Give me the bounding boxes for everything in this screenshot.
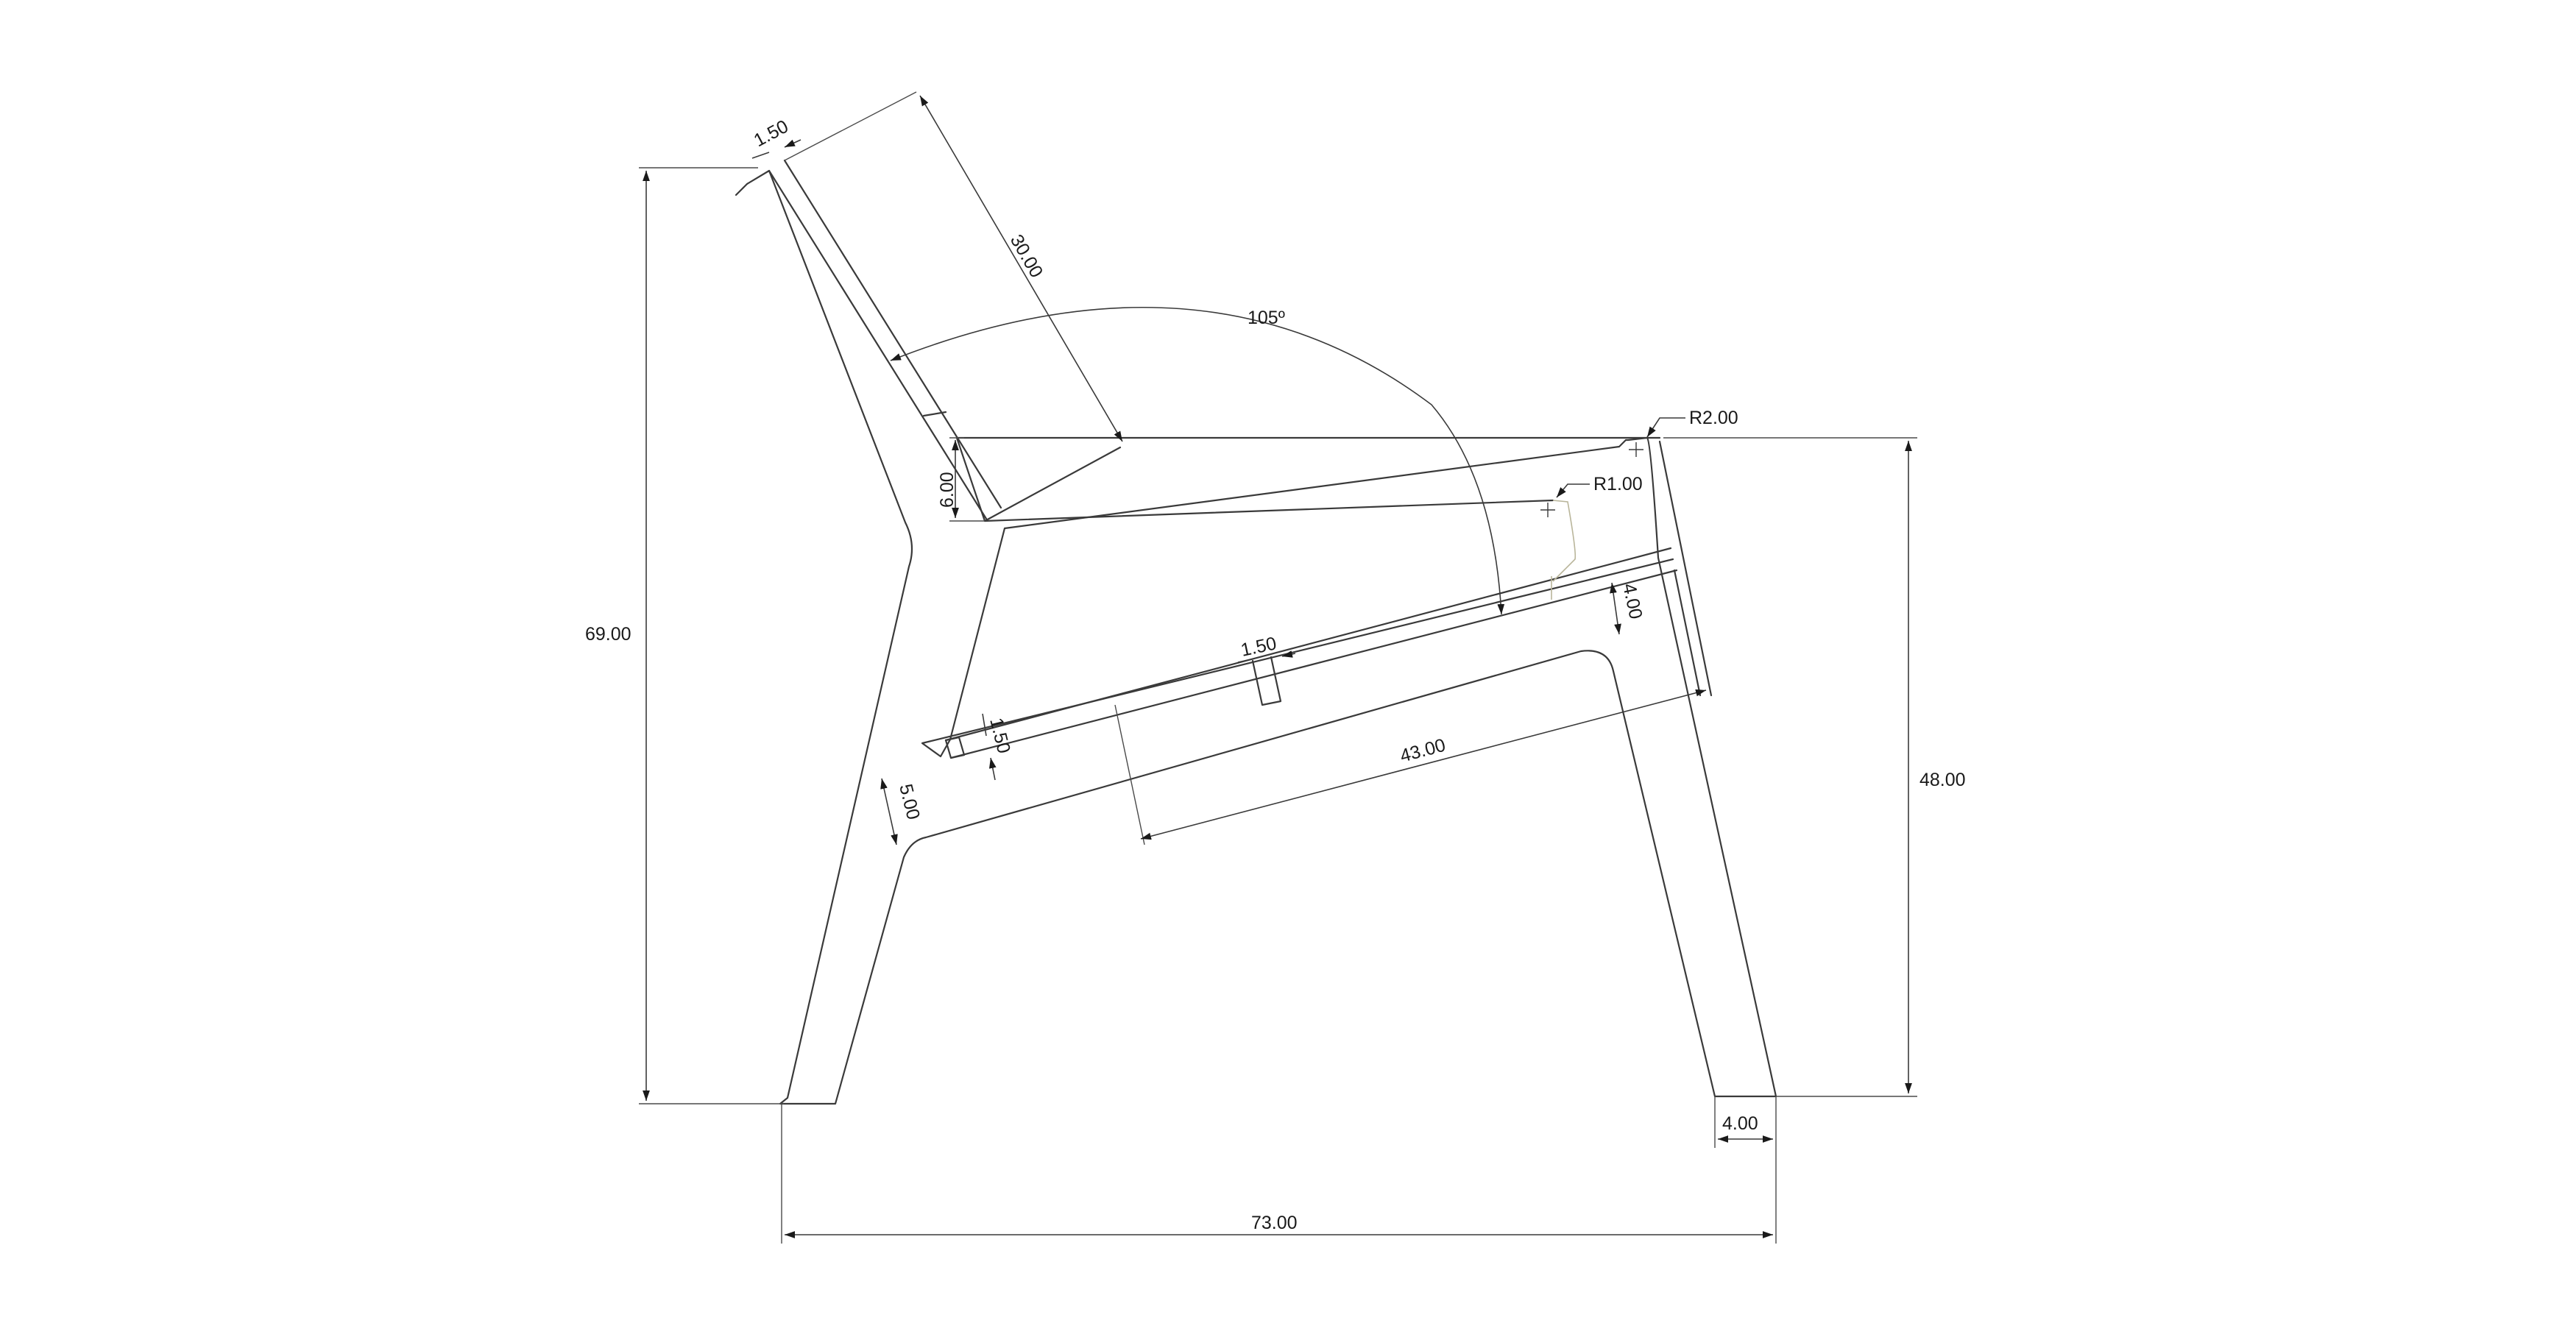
dim-overall-height-label: 69.00 — [585, 624, 631, 645]
center-mark-r1 — [1540, 503, 1555, 517]
dim-gap-extension — [949, 437, 985, 522]
dim-overall-width-label: 73.00 — [1251, 1213, 1298, 1233]
dim-rail-height-line — [880, 778, 898, 845]
rear-leg-outer — [1658, 440, 1713, 697]
dim-backrest-length-label: 30.00 — [1006, 231, 1047, 281]
slat-upper — [944, 547, 1672, 742]
dim-backrest-extension — [784, 91, 917, 161]
seat-wedge — [955, 436, 1122, 522]
dim-back-angle-arc — [890, 307, 1505, 615]
dim-rail-length-label: 43.00 — [1398, 735, 1448, 767]
slat-end — [944, 736, 966, 759]
dim-seat-height-label: 48.00 — [1919, 770, 1966, 790]
seat-underside — [983, 499, 1554, 522]
dim-rail-length-line — [1140, 689, 1707, 840]
dim-rail-height-label: 5.00 — [895, 782, 924, 822]
dim-rail-extension — [1114, 704, 1145, 845]
r1-label: R1.00 — [1593, 474, 1643, 494]
dim-seat-gap-label: 6.00 — [937, 472, 958, 508]
dim-backrest-length-line — [919, 95, 1123, 442]
center-mark-r2 — [1629, 442, 1643, 457]
dim-backrest-thickness-label: 1.50 — [751, 116, 792, 152]
dim-slot-width-line — [1237, 653, 1296, 662]
dim-thickness-line — [751, 140, 802, 159]
slat-lower — [949, 569, 1678, 759]
dim-foot-width-label: 4.00 — [1722, 1113, 1758, 1134]
dim-back-angle-label: 105º — [1248, 308, 1285, 328]
backrest-inner-line — [768, 169, 988, 520]
r2-leader — [1646, 417, 1685, 438]
radius-hint-lines — [1551, 500, 1577, 600]
rear-leg-inner — [1673, 569, 1702, 697]
r1-leader — [1556, 483, 1590, 498]
dim-slat-end-line — [983, 713, 995, 781]
dim-slat-depth-label: 4.00 — [1618, 581, 1646, 620]
r2-label: R2.00 — [1689, 408, 1738, 428]
slat-slot — [1251, 656, 1282, 706]
dim-slat-depth-line — [1610, 582, 1621, 635]
